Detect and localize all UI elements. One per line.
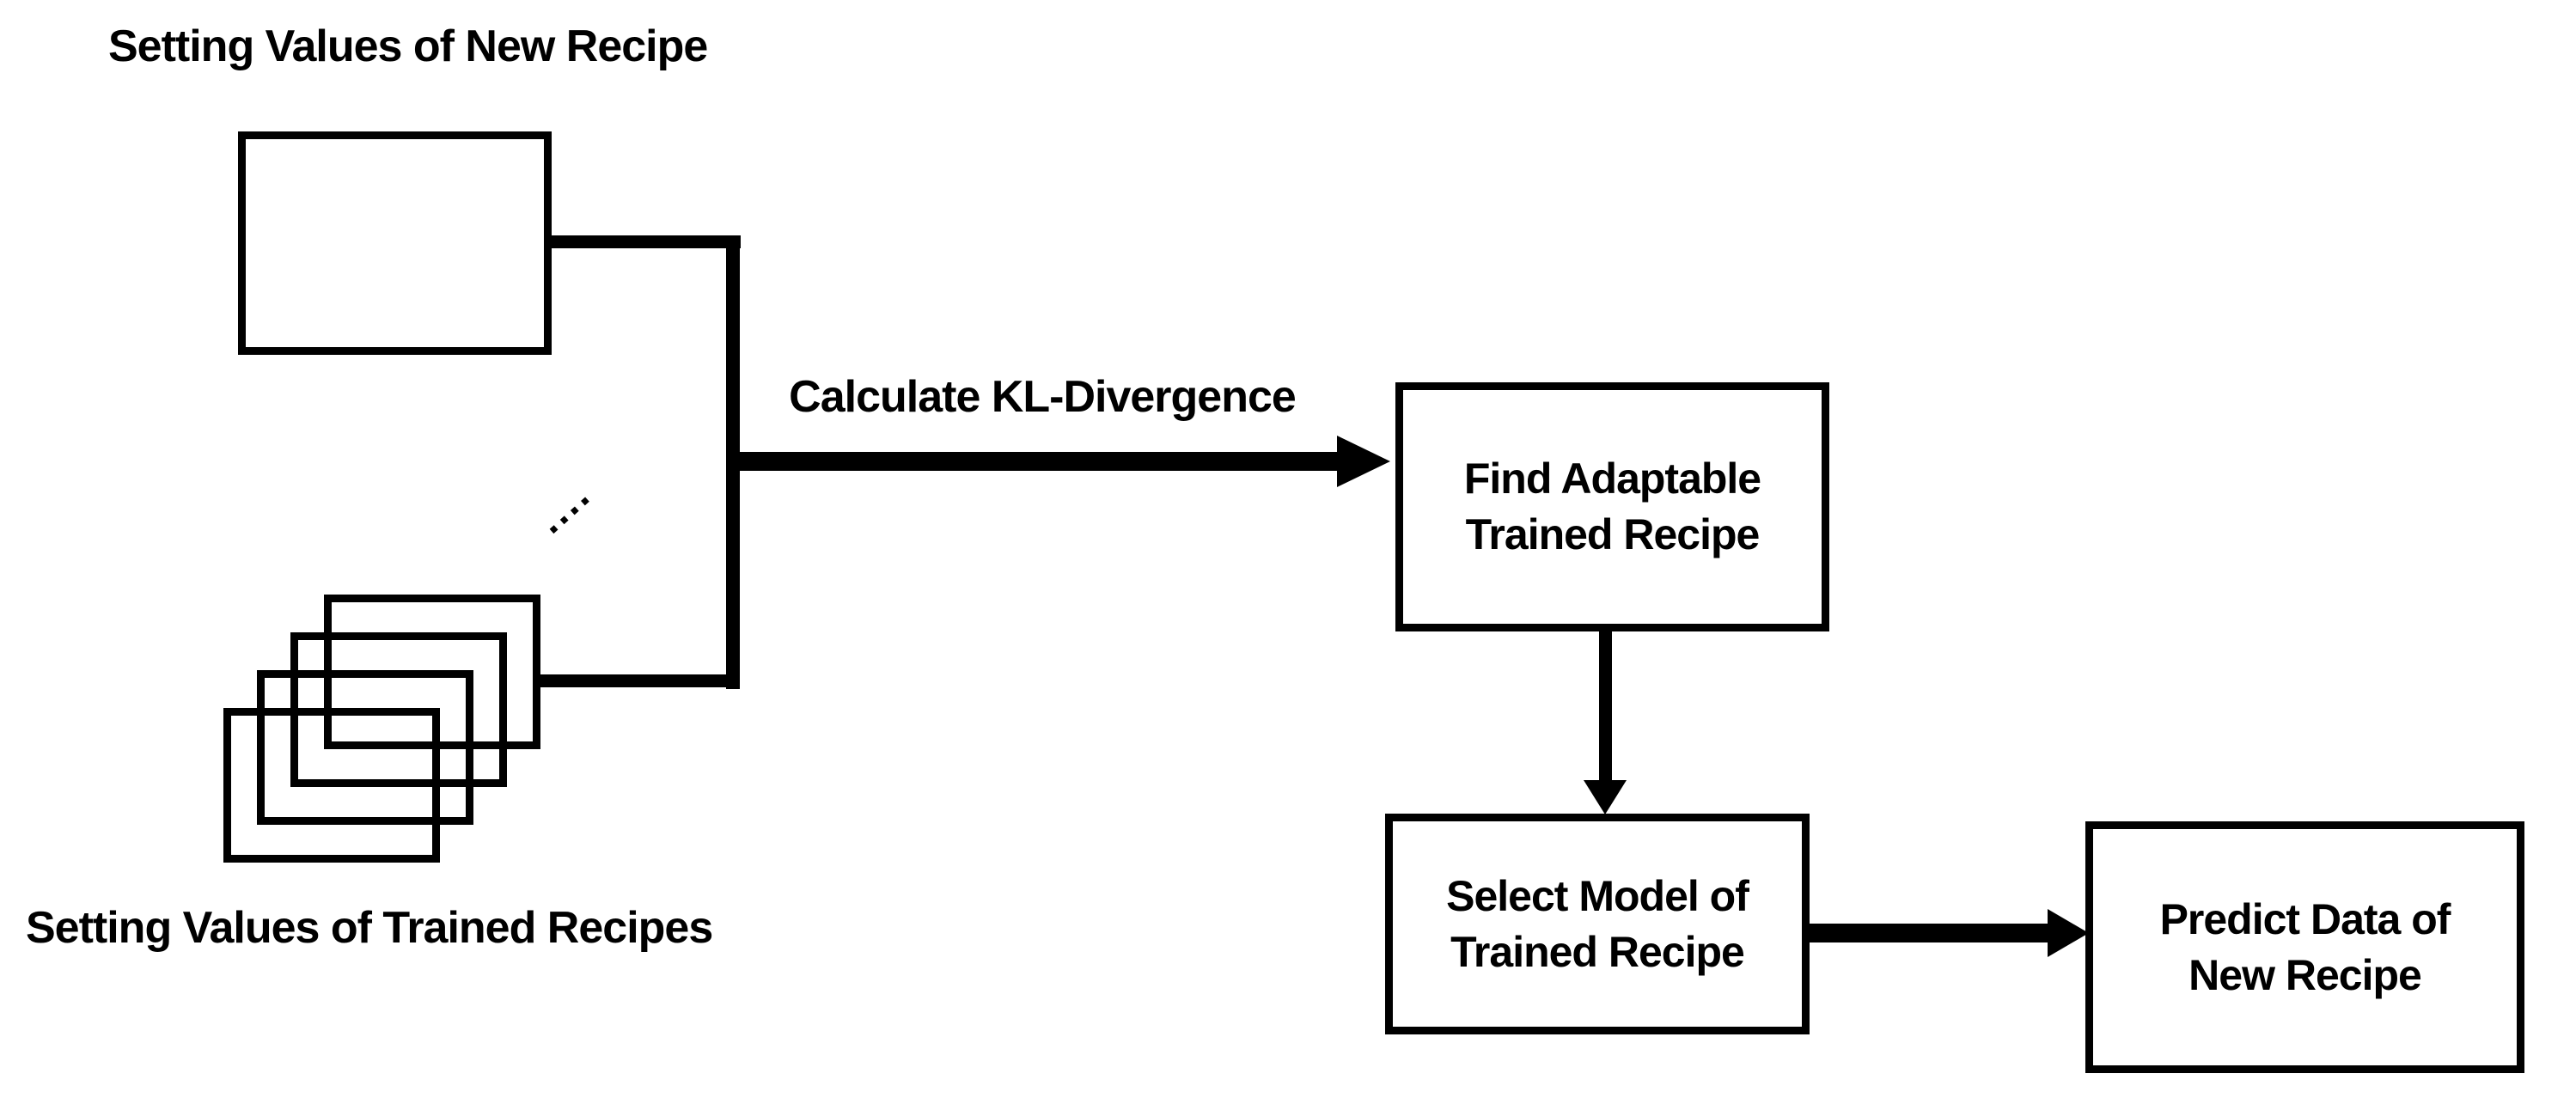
new-recipe-title: Setting Values of New Recipe xyxy=(108,21,708,71)
down-arrowhead-icon xyxy=(1584,780,1627,814)
predict-arrowhead-icon xyxy=(2048,909,2089,957)
find-adaptable-box: Find Adaptable Trained Recipe xyxy=(1395,382,1829,631)
ellipsis-dots-icon: .... xyxy=(527,471,600,543)
kl-divergence-label: Calculate KL-Divergence xyxy=(789,372,1297,422)
select-model-box: Select Model of Trained Recipe xyxy=(1385,814,1810,1034)
trained-recipe-rect-3 xyxy=(257,670,473,825)
new-recipe-rect xyxy=(238,131,552,355)
kl-divergence-arrow-shaft xyxy=(726,452,1338,471)
kl-divergence-arrowhead-icon xyxy=(1337,436,1390,487)
connector-trained-recipes-line xyxy=(533,674,740,687)
down-arrow-shaft xyxy=(1599,628,1612,784)
predict-arrow-shaft xyxy=(1804,924,2048,942)
trained-recipes-title: Setting Values of Trained Recipes xyxy=(26,903,713,953)
trained-recipe-rect-4 xyxy=(223,708,440,863)
predict-data-box: Predict Data of New Recipe xyxy=(2085,821,2524,1073)
connector-new-recipe-line xyxy=(548,235,741,248)
